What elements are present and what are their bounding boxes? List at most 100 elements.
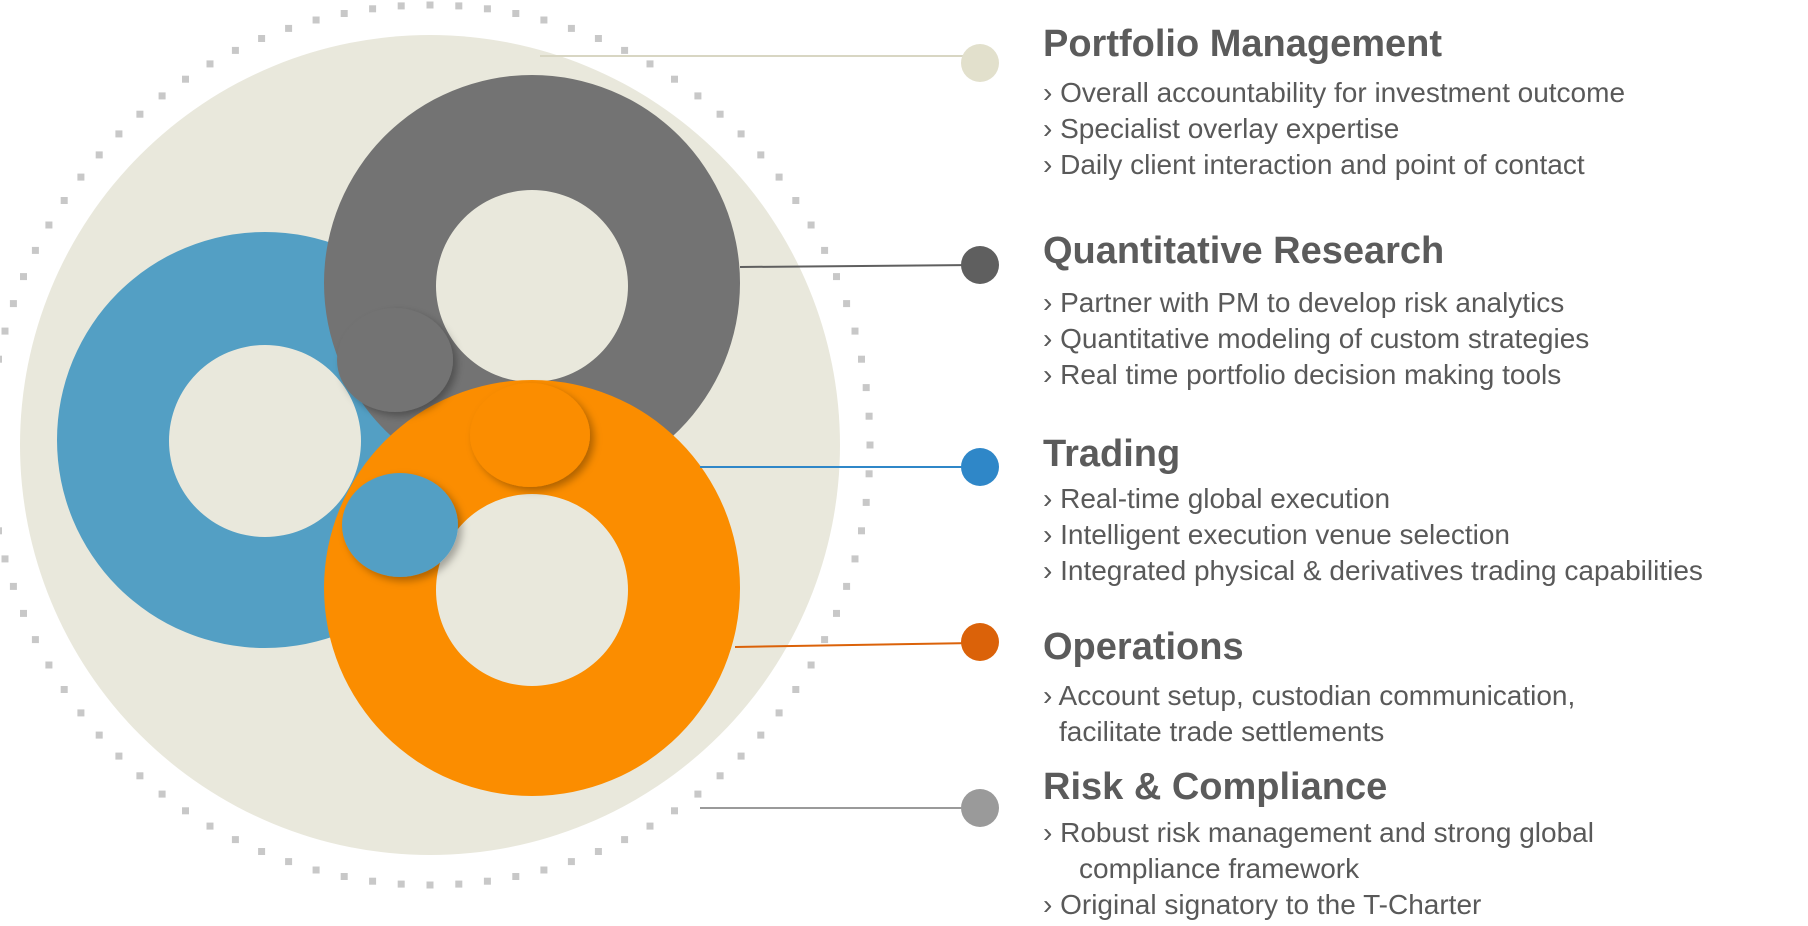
ring-dot (851, 555, 859, 563)
ring-dot (369, 877, 377, 885)
ring-dot (567, 858, 575, 866)
ring-dot (258, 848, 266, 855)
bullet: › Intelligent execution venue selection (1043, 519, 1510, 550)
quant-connector (739, 264, 976, 268)
ring-dot (716, 110, 724, 118)
ring-dot (567, 24, 575, 32)
ring-dot (9, 300, 17, 308)
trading-title: Trading (1043, 433, 1181, 475)
ring-dot (455, 880, 463, 888)
ring-dot (0, 355, 2, 363)
ring-dot (158, 92, 166, 100)
ring-dot (858, 527, 865, 535)
ring-dot (60, 197, 68, 204)
risk-marker (961, 789, 999, 827)
operations-title: Operations (1043, 626, 1244, 668)
operations-marker (961, 623, 999, 661)
ring-dot (671, 807, 678, 815)
blue-ring-tip (342, 473, 458, 577)
ring-dot (1, 327, 9, 335)
ring-dot (621, 46, 629, 54)
ring-dot (77, 173, 85, 181)
ring-dot (45, 221, 53, 229)
ring-dot (231, 46, 239, 54)
ring-dot (206, 822, 214, 830)
dotted-outer-ring (0, 1, 874, 889)
bullet: › Robust risk management and strong glob… (1043, 817, 1594, 848)
quant-title: Quantitative Research (1043, 230, 1445, 272)
ring-dot (646, 60, 654, 68)
ring-dot (20, 609, 27, 617)
ring-dot (136, 110, 144, 118)
quant-marker (961, 246, 999, 284)
bullet: › Daily client interaction and point of … (1043, 149, 1585, 180)
ring-dot (775, 709, 783, 717)
bullet: › Overall accountability for investment … (1043, 77, 1626, 108)
ring-dot (340, 10, 348, 17)
ring-dot (821, 246, 829, 254)
ring-dot (792, 197, 800, 204)
ring-dot (862, 384, 870, 392)
portfolio-title: Portfolio Management (1043, 23, 1443, 65)
ring-dot (646, 822, 654, 830)
ring-dot (455, 2, 463, 10)
ring-dot (775, 173, 783, 181)
quant-bullets: › Partner with PM to develop risk analyt… (1043, 285, 1589, 393)
ring-dot (182, 807, 189, 815)
ring-dot (694, 790, 702, 798)
ring-dot (792, 686, 800, 693)
ring-dot (77, 709, 85, 717)
ring-dot (757, 731, 765, 739)
ring-dot (621, 836, 629, 844)
ring-dot (95, 151, 103, 159)
ring-dot (866, 441, 874, 449)
trading-bullets: › Real-time global execution › Intellige… (1043, 481, 1703, 589)
ring-dot (158, 790, 166, 798)
ring-dot (716, 772, 724, 780)
ring-dot (20, 273, 27, 281)
ring-dot (833, 609, 840, 617)
gray-ring-tip (337, 308, 453, 412)
ring-dot (369, 5, 377, 13)
ring-dot (843, 300, 851, 308)
ring-dot (115, 130, 123, 138)
ring-dot (833, 273, 840, 281)
bullet: › Original signatory to the T-Charter (1043, 889, 1482, 920)
ring-dot (737, 752, 745, 760)
ring-dot (483, 5, 491, 13)
ring-dot (1, 555, 9, 563)
ring-dot (512, 10, 520, 17)
ring-dot (182, 75, 189, 83)
ring-dot (231, 836, 239, 844)
ring-dot (737, 130, 745, 138)
risk-bullets: › Robust risk management and strong glob… (1043, 815, 1594, 923)
ring-dot (821, 636, 829, 644)
ring-dot (851, 327, 859, 335)
ring-dot (397, 880, 405, 888)
ring-dot (285, 858, 293, 866)
ring-dot (858, 355, 865, 363)
ring-dot (865, 470, 873, 478)
ring-dot (136, 772, 144, 780)
ring-dot (594, 35, 602, 42)
ring-dot (540, 16, 548, 24)
ring-dot (807, 221, 815, 229)
ring-dot (426, 881, 434, 889)
bullet-continuation: facilitate trade settlements (1059, 716, 1385, 747)
ring-dot (9, 582, 17, 590)
bullet: › Real-time global execution (1043, 483, 1391, 514)
ring-dot (671, 75, 678, 83)
ring-dot (397, 2, 405, 10)
bullet: › Partner with PM to develop risk analyt… (1043, 287, 1565, 318)
ring-dot (512, 873, 520, 880)
ring-dot (206, 60, 214, 68)
trading-marker (961, 448, 999, 486)
ring-dot (843, 582, 851, 590)
ring-dot (95, 731, 103, 739)
ring-dot (312, 866, 320, 874)
risk-title: Risk & Compliance (1043, 766, 1388, 808)
ring-dot (285, 24, 293, 32)
bullet: › Real time portfolio decision making to… (1043, 359, 1562, 390)
portfolio-bullets: › Overall accountability for investment … (1043, 75, 1625, 183)
